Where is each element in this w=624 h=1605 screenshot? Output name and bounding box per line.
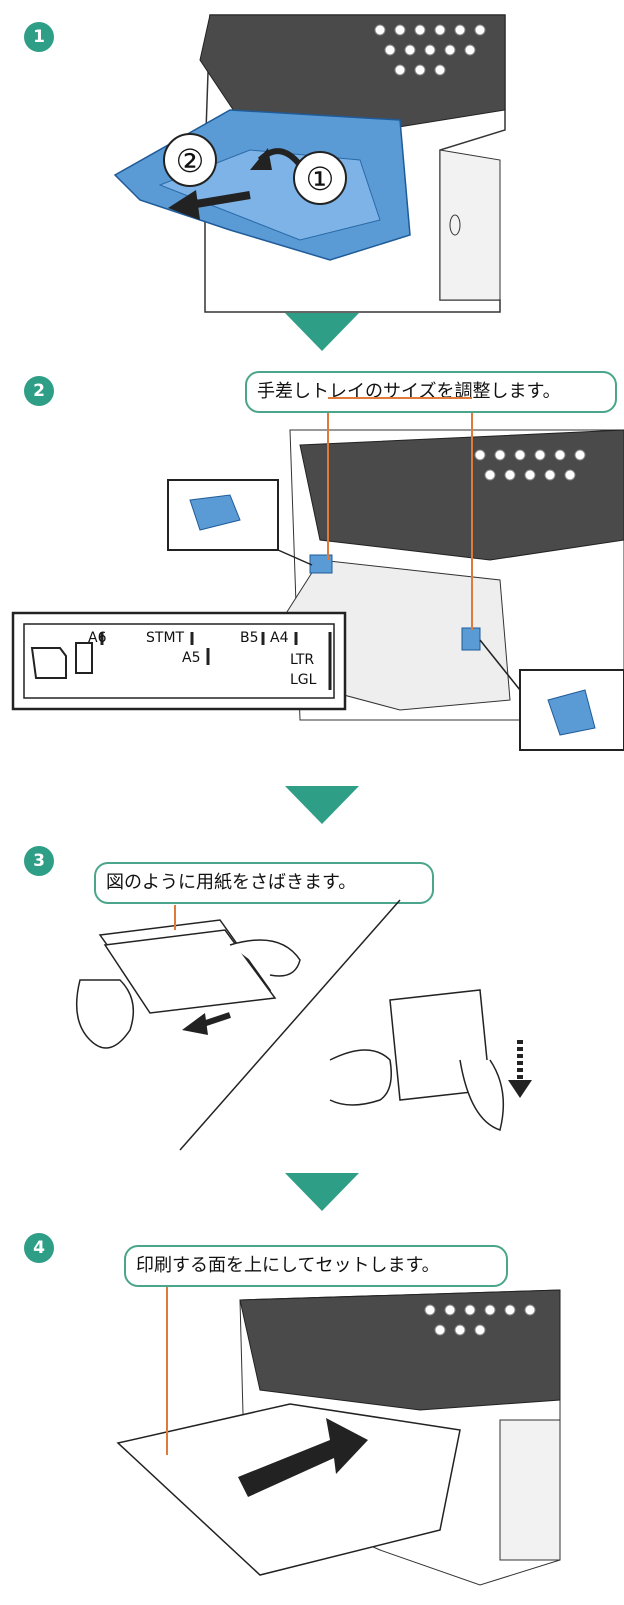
hand-illustration-step3 <box>75 899 505 1151</box>
step-4-badge: 4 <box>24 1233 54 1263</box>
size-label-a4: A4 <box>270 630 289 646</box>
step-1-badge: 1 <box>24 22 54 52</box>
arrow-down-small-icon <box>508 1040 532 1098</box>
printer-illustration-step4 <box>116 1289 561 1586</box>
size-label-lgl: LGL <box>290 672 317 688</box>
step-2-callout: 手差しトレイのサイズを調整します。 <box>245 371 617 413</box>
printer-illustration-step1 <box>113 14 506 313</box>
leader-lines-step2 <box>327 397 473 630</box>
step-3-badge: 3 <box>24 846 54 876</box>
step-2-badge: 2 <box>24 376 54 406</box>
arrow-down-icon <box>285 313 359 351</box>
arrow-left-icon <box>182 1012 231 1035</box>
marker-1: ① <box>306 160 335 198</box>
arrow-down-icon <box>285 786 359 824</box>
size-label-stmt: STMT <box>146 630 185 646</box>
size-label-b5: B5 <box>240 630 259 646</box>
size-label-ltr: LTR <box>290 652 314 668</box>
arrow-down-icon <box>285 1173 359 1211</box>
printer-illustration-step2 <box>11 429 624 751</box>
step-3-callout: 図のように用紙をさばきます。 <box>94 862 434 904</box>
step-4-callout: 印刷する面を上にしてセットします。 <box>124 1245 508 1287</box>
marker-2: ② <box>176 142 205 180</box>
size-label-a5: A5 <box>182 650 200 666</box>
size-label-a6: A6 <box>88 630 107 646</box>
